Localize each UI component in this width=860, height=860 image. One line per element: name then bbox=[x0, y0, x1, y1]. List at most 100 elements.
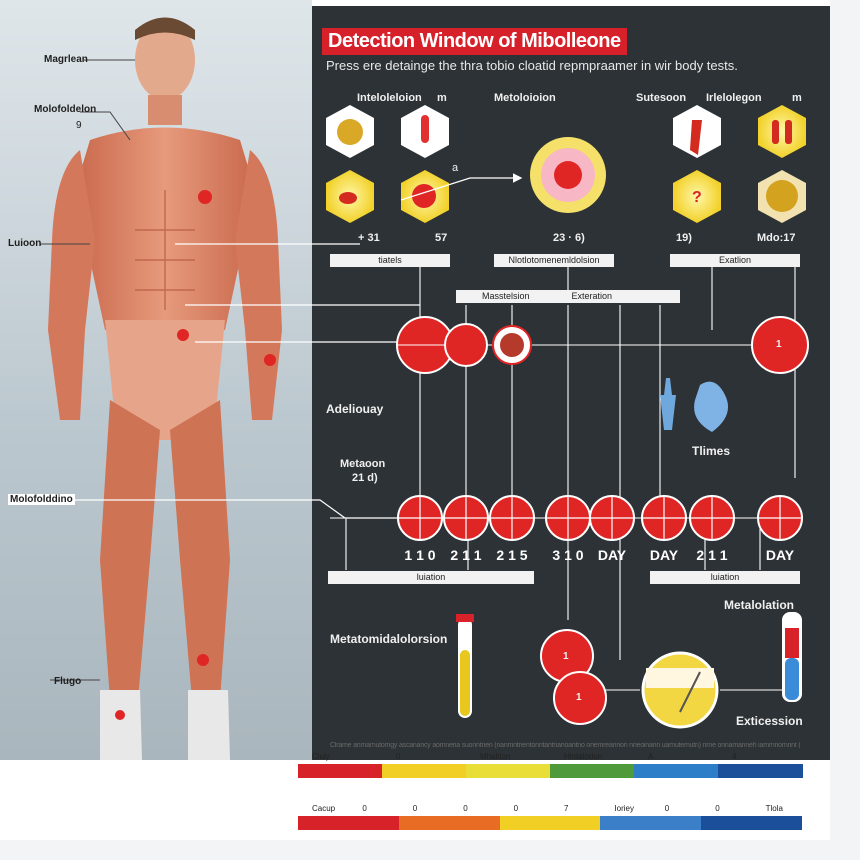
body-label-chest: Molofoldelon bbox=[34, 104, 97, 115]
hex-group-1 bbox=[326, 105, 449, 223]
scale-label: Tlola bbox=[765, 804, 783, 813]
scale-label: 0 bbox=[715, 804, 720, 813]
figure-icons bbox=[660, 378, 729, 432]
day-label: 2 1 5 bbox=[496, 547, 528, 563]
body-label-arm: Luioon bbox=[8, 238, 42, 249]
body-label-thigh: Molofolddino bbox=[8, 494, 75, 505]
scale-segment bbox=[634, 764, 719, 778]
day-label: 1 1 0 bbox=[404, 547, 436, 563]
group1-a: a bbox=[452, 162, 459, 174]
scale-label: Hlotalodon bbox=[564, 752, 603, 761]
scale-segment bbox=[298, 816, 400, 830]
group3-title2: Irlelolegon bbox=[706, 92, 762, 104]
scale-label: Mhaltion bbox=[480, 752, 511, 761]
group3-m: m bbox=[792, 92, 802, 104]
scale-label: 0 bbox=[412, 804, 418, 813]
scale-segment bbox=[298, 764, 383, 778]
red-circle bbox=[553, 671, 607, 725]
label-adeliouay: Adeliouay bbox=[326, 402, 384, 416]
scale-segment bbox=[550, 764, 635, 778]
molecule-icon bbox=[412, 184, 436, 208]
label-metaoon-value: 21 d) bbox=[352, 472, 378, 484]
group2-val: 23 · 6) bbox=[553, 232, 585, 244]
label-tlimes: Tlimes bbox=[692, 444, 731, 458]
right-arm bbox=[235, 150, 282, 420]
head bbox=[135, 20, 195, 100]
day-label: DAY bbox=[649, 547, 679, 563]
hair bbox=[135, 17, 195, 40]
hex-question bbox=[673, 170, 721, 223]
red-circle-2-label: 1 bbox=[576, 692, 582, 703]
left-leg bbox=[100, 400, 160, 700]
red-circle-1-label: 1 bbox=[563, 651, 569, 662]
scale-label: 0 bbox=[513, 804, 519, 813]
body-label-foot: Flugo bbox=[54, 676, 82, 687]
day-label: 2 1 1 bbox=[696, 547, 728, 563]
scale-label: Cacup bbox=[312, 804, 336, 813]
right-foot bbox=[188, 690, 230, 760]
target-circle bbox=[530, 137, 606, 213]
cells-icon bbox=[337, 119, 363, 145]
group3-val2: Mdo:17 bbox=[757, 232, 796, 244]
box-tiatels: tiatels bbox=[330, 254, 450, 267]
test-tube-left bbox=[456, 614, 474, 718]
hex-group-3 bbox=[673, 105, 806, 223]
timeline-lines bbox=[330, 260, 801, 691]
body-label-head: Magrlean bbox=[44, 54, 88, 65]
lower-track-circles bbox=[397, 495, 803, 541]
hips bbox=[105, 320, 225, 440]
heart-icon bbox=[694, 381, 729, 432]
box-masstelsion-label: Masstelsion bbox=[482, 291, 530, 301]
chart-title: Detection Window of Mibolleone bbox=[322, 28, 627, 55]
liver-icon bbox=[690, 120, 702, 155]
person-icon bbox=[660, 378, 676, 430]
box-luiation-left: luiation bbox=[328, 571, 534, 584]
scale-label: 0 bbox=[396, 752, 401, 761]
scale-label: 7 bbox=[564, 804, 569, 813]
upper-track-circles bbox=[396, 316, 809, 374]
label-metaoon: Metaoon bbox=[340, 458, 386, 470]
coin-icon bbox=[766, 180, 798, 212]
day-label: DAY bbox=[765, 547, 795, 563]
chart-subtitle: Press ere detainge the thra tobio cloati… bbox=[326, 58, 738, 73]
right-leg bbox=[170, 400, 230, 700]
track-circle bbox=[444, 323, 488, 367]
scale-segment bbox=[466, 764, 551, 778]
color-scale-2: Cacup 0 0 0 0 7 Ioriey 0 0 Tlola bbox=[298, 804, 803, 830]
neck bbox=[148, 95, 182, 125]
scale-segment bbox=[600, 816, 702, 830]
box-nlotlotomenemldolsion: Nlotlotomenemldolsion bbox=[494, 254, 614, 267]
footnote: Clrame anmamutomgy ascanancy aomneria su… bbox=[330, 742, 800, 749]
body-label-chest-num: 9 bbox=[76, 120, 82, 131]
box-exatlion: Exatlion bbox=[670, 254, 800, 267]
left-arm bbox=[48, 150, 95, 420]
group1-m: m bbox=[437, 92, 447, 104]
group3-val1: 19) bbox=[676, 232, 692, 244]
scale-segment bbox=[718, 764, 803, 778]
group1-val2: 57 bbox=[435, 232, 448, 244]
group1-val1: + 31 bbox=[358, 232, 380, 244]
scale-label: 4 bbox=[732, 752, 737, 761]
box-exteration-label: Exteration bbox=[571, 291, 613, 301]
day-label: DAY bbox=[597, 547, 627, 563]
body-leader-lines bbox=[40, 59, 135, 681]
scale-label: 0 bbox=[362, 804, 367, 813]
scale-label: Ciuiy bbox=[312, 752, 330, 761]
track-circle-label: 1 bbox=[776, 339, 782, 350]
box-masstelsion-exteration: Masstelsion Exteration bbox=[456, 290, 680, 303]
hex-kidney bbox=[758, 105, 806, 158]
day-label: 3 1 0 bbox=[552, 547, 584, 563]
group2-title: Metoloioion bbox=[494, 92, 556, 104]
blood-cell-icon bbox=[339, 192, 357, 204]
scale-label: 0 bbox=[463, 804, 468, 813]
scale-segment bbox=[499, 816, 601, 830]
scale-segment bbox=[701, 816, 803, 830]
group1-title: Inteloleloion bbox=[357, 92, 422, 104]
scale-label: Ioriey bbox=[614, 804, 634, 813]
group3-title1: Sutesoon bbox=[636, 92, 687, 104]
test-tube-right bbox=[782, 612, 802, 702]
scale-segment bbox=[382, 764, 467, 778]
scale-label: 0 bbox=[664, 804, 670, 813]
